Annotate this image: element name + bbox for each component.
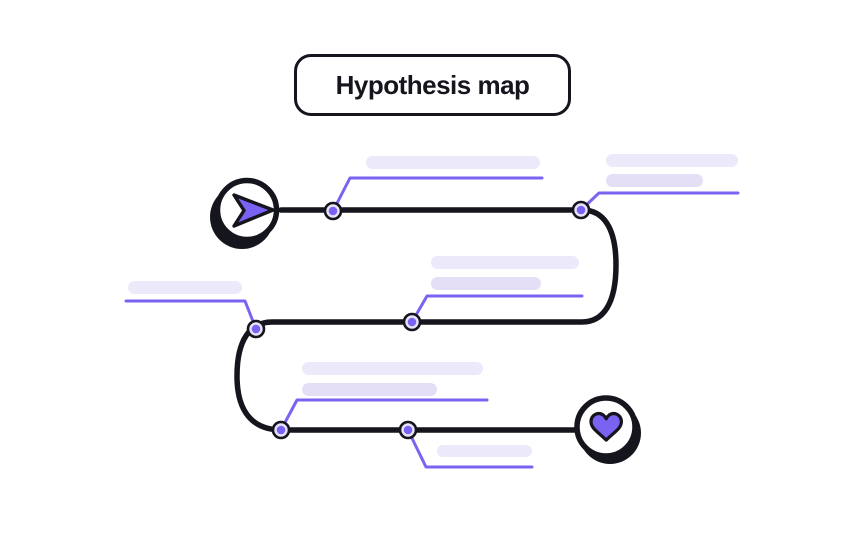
- callout-line: [124, 299, 258, 331]
- waypoint-dot[interactable]: [398, 420, 418, 440]
- placeholder-bar: [302, 383, 437, 396]
- title-badge: Hypothesis map: [294, 54, 571, 116]
- waypoint-dot[interactable]: [323, 201, 343, 221]
- placeholder-bar: [431, 277, 541, 290]
- waypoint-dot[interactable]: [571, 200, 591, 220]
- placeholder-bar: [302, 362, 483, 375]
- placeholder-bar: [606, 154, 738, 167]
- placeholder-bars: [128, 154, 738, 457]
- callout-line: [579, 191, 740, 212]
- placeholder-bar: [366, 156, 540, 169]
- callout-line: [406, 428, 534, 469]
- send-arrow-icon: [232, 193, 275, 228]
- placeholder-bar: [128, 281, 242, 294]
- end-node[interactable]: [574, 395, 641, 464]
- waypoint-dot[interactable]: [271, 420, 291, 440]
- start-node[interactable]: [210, 177, 280, 250]
- waypoint-dot[interactable]: [402, 312, 422, 332]
- placeholder-bar: [606, 174, 703, 187]
- waypoint-dot[interactable]: [246, 319, 266, 339]
- route-path: [234, 207, 619, 433]
- placeholder-bar: [431, 256, 579, 269]
- callout-lines: [124, 176, 740, 469]
- placeholder-bar: [437, 445, 532, 457]
- callout-line: [331, 176, 544, 213]
- page-title: Hypothesis map: [335, 69, 530, 100]
- callout-line: [410, 294, 584, 324]
- heart-icon: [589, 411, 624, 442]
- callout-line: [279, 398, 489, 432]
- waypoints: [246, 200, 591, 440]
